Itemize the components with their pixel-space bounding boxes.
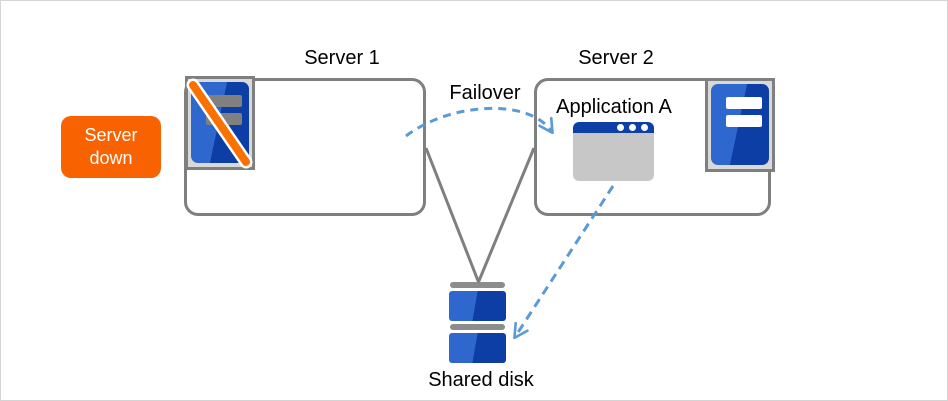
server1-disk-line — [424, 147, 480, 283]
application-label: Application A — [556, 96, 672, 118]
server-chassis — [711, 84, 769, 165]
failover-label: Failover — [449, 82, 521, 104]
down-slash-icon — [186, 78, 253, 169]
server1-title: Server 1 — [304, 47, 380, 69]
disk-cap — [450, 282, 505, 288]
server2-title: Server 2 — [578, 47, 654, 69]
app-window-titlebar — [573, 122, 654, 133]
window-dot-icon — [629, 124, 636, 131]
server-down-icon — [185, 76, 255, 170]
server-bar — [726, 97, 762, 109]
app-window-icon — [573, 122, 654, 181]
disk-platter — [449, 291, 506, 321]
server-bar — [206, 95, 242, 107]
window-dot-icon — [617, 124, 624, 131]
server-up-icon — [705, 78, 775, 172]
server-bar — [726, 115, 762, 127]
app-window-body — [573, 133, 654, 181]
shared-disk-label: Shared disk — [428, 369, 534, 391]
server-down-badge: Server down — [61, 116, 161, 178]
disk-platter — [449, 333, 506, 363]
server2-disk-line — [477, 147, 536, 283]
failover-arrow — [405, 106, 554, 138]
window-dot-icon — [641, 124, 648, 131]
disk-cap — [450, 324, 505, 330]
